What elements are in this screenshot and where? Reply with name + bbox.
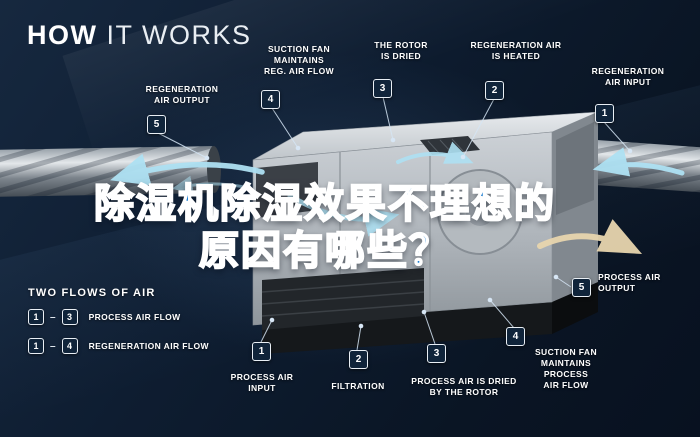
callout-badge-4-top: 4 [261,90,280,109]
dehumidifier-unit [252,111,599,354]
connector-dots [204,137,633,329]
legend-badge-end: 4 [61,338,78,354]
legend: TWO FLOWS OF AIR 1 – 3 PROCESS AIR FLOW … [28,287,209,367]
left-duct [0,146,222,197]
overlay-headline-line1: 除湿机除湿效果不理想的 [93,181,556,227]
callout-label-suction-fan-reg: SUCTION FAN MAINTAINS REG. AIR FLOW [263,44,335,77]
legend-heading: TWO FLOWS OF AIR [28,287,156,299]
callout-label-process-air-dried: PROCESS AIR IS DRIED BY THE ROTOR [411,376,517,398]
legend-label: PROCESS AIR FLOW [88,312,181,322]
legend-badge-start: 1 [28,338,44,354]
callout-label-suction-fan-process: SUCTION FAN MAINTAINS PROCESS AIR FLOW [534,347,597,391]
callout-label-reg-air-input: REGENERATION AIR INPUT [591,66,665,88]
callout-badge-2-top: 2 [485,81,504,100]
connector-lines [157,96,631,351]
overlay-headline: 除湿机除湿效果不理想的 原因有哪些？ [0,181,650,275]
callout-badge-1-top: 1 [595,104,614,123]
overlay-headline-line2: 原因有哪些？ [198,228,451,274]
title-bold: HOW [27,20,98,50]
callout-label-process-air-output: PROCESS AIR OUTPUT [598,272,661,294]
legend-item-process-air-flow: 1 – 3 PROCESS AIR FLOW [28,309,209,325]
callout-label-rotor-dried: THE ROTOR IS DRIED [374,40,428,62]
callout-badge-4-bottom: 4 [506,327,525,346]
callout-label-process-air-input: PROCESS AIR INPUT [230,372,294,394]
callout-badge-1-bottom: 1 [252,342,271,361]
legend-dash: – [50,340,56,352]
callout-label-reg-air-heated: REGENERATION AIR IS HEATED [470,40,562,62]
legend-dash: – [50,311,56,323]
callout-label-reg-air-output: REGENERATION AIR OUTPUT [145,84,219,106]
callout-label-filtration: FILTRATION [331,381,385,391]
legend-item-regeneration-air-flow: 1 – 4 REGENERATION AIR FLOW [28,338,209,354]
title-light: IT WORKS [106,20,252,50]
legend-badge-start: 1 [28,309,44,325]
callout-badge-5-top: 5 [147,115,166,134]
callout-badge-5-bottom: 5 [572,278,591,297]
callout-badge-3-top: 3 [373,79,392,98]
callout-badge-3-bottom: 3 [427,344,446,363]
page-title: HOW IT WORKS [27,20,252,51]
legend-badge-end: 3 [61,309,78,325]
legend-label: REGENERATION AIR FLOW [88,341,209,351]
callout-badge-2-bottom: 2 [349,350,368,369]
